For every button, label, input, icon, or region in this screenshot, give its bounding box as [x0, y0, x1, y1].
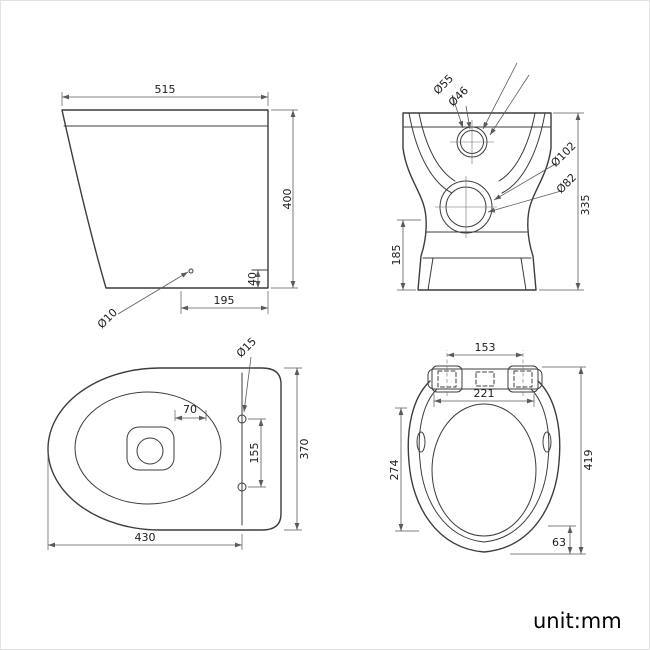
hinge-center-hidden-detail [475, 371, 495, 387]
top-view: 430 370 155 70 Ø15 [47, 335, 311, 550]
bowl-rim-ellipse [74, 391, 222, 505]
side-fixing-hole [188, 268, 194, 274]
dim-274-label: 274 [388, 460, 401, 481]
dim-155-label: 155 [248, 443, 261, 464]
hinge-bar [427, 368, 543, 390]
inlet-82-leader-line [487, 190, 562, 213]
seat-bumper-right [542, 431, 552, 453]
front-base-lines [422, 231, 532, 291]
seat-view: 153 221 274 419 63 [388, 341, 595, 555]
dim-153-label: 153 [475, 341, 496, 354]
hole-15-label: Ø15 [234, 335, 259, 360]
side-extension-lines [61, 92, 298, 314]
trap-hole-circle [136, 437, 164, 465]
dim-63-label: 63 [552, 536, 566, 549]
unit-label: unit:mm [533, 609, 622, 633]
side-outline [61, 109, 269, 289]
dim-430-label: 430 [135, 531, 156, 544]
dim-400-label: 400 [281, 189, 294, 210]
hinge-centerlines [446, 350, 524, 396]
trap-outline [126, 426, 175, 471]
top-extension-lines [47, 367, 302, 550]
side-view: 515 400 40 195 Ø10 [61, 83, 298, 331]
dim-515-label: 515 [155, 83, 176, 96]
fixing-hole-top [237, 414, 247, 424]
front-outline [402, 112, 552, 291]
fixing-hole-bottom [237, 482, 247, 492]
dim-195-label: 195 [214, 294, 235, 307]
flush-leader-extensions [482, 62, 518, 130]
front-extension-lines [397, 112, 584, 291]
seat-inner-offset-line [418, 388, 550, 543]
inlet-102-leader-line [493, 162, 558, 201]
seat-lid-center-ellipse [431, 403, 537, 537]
dim-335-label: 335 [579, 195, 592, 216]
dim-185-label: 185 [390, 245, 403, 266]
seat-outer-outline [407, 380, 561, 553]
hole-10-label: Ø10 [95, 306, 120, 331]
hole-10-leader-line [117, 271, 189, 315]
seat-bumper-left [416, 431, 426, 453]
dim-70-label: 70 [183, 403, 197, 416]
hole-15-leader-line [242, 356, 252, 413]
inlet-centerlines [435, 176, 497, 238]
inlet-102-label: Ø102 [548, 139, 578, 169]
flush-46-label: Ø46 [446, 84, 471, 109]
flush-leader-extensions-2 [489, 74, 530, 136]
dim-221-label: 221 [474, 387, 495, 400]
flush-button-centerlines [450, 120, 494, 164]
dim-40-label: 40 [246, 272, 259, 286]
dim-419-label: 419 [582, 450, 595, 471]
front-funnel-curves [408, 112, 546, 194]
front-view: Ø55 Ø46 Ø102 Ø82 335 185 [390, 62, 592, 291]
dim-370-label: 370 [298, 439, 311, 460]
flush-46-leader-line [465, 105, 472, 130]
flush-55-leader-line [451, 94, 464, 129]
top-outline [47, 367, 282, 531]
